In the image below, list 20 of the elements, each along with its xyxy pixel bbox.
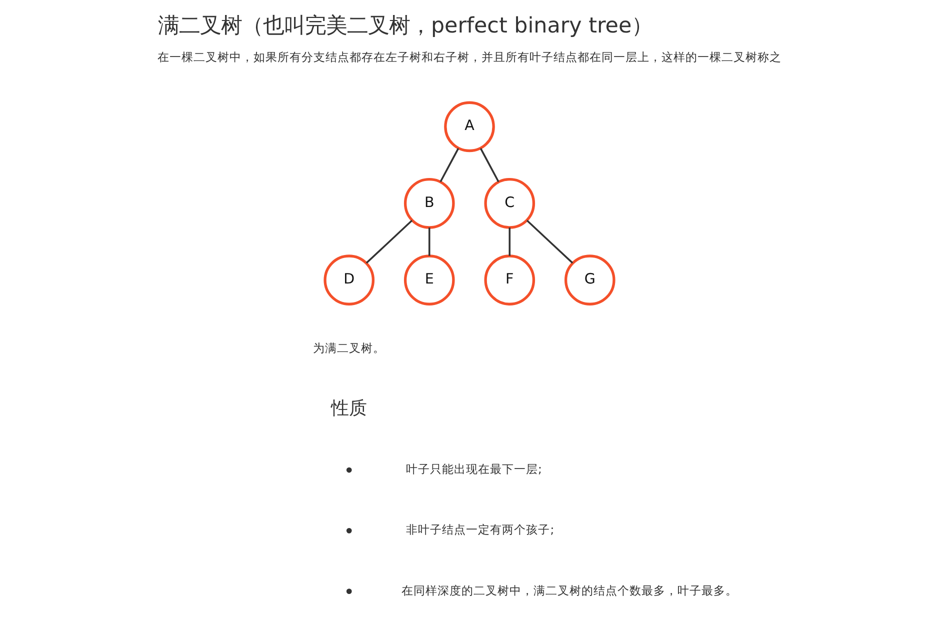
node-circle: B — [403, 178, 454, 229]
label: 为满二叉树。 — [312, 340, 385, 355]
node-circle: G — [564, 254, 615, 306]
node-circle: E — [403, 254, 454, 306]
node-circle: C — [484, 178, 535, 229]
label: 在同样深度的二叉树中，满二叉树的结点个数最多，叶子最多。 — [400, 583, 737, 598]
connector — [479, 148, 499, 182]
connector — [439, 148, 459, 182]
label: 非叶子结点一定有两个孩子; — [406, 522, 554, 537]
diagram-title: 满二叉树（也叫完美二叉树，perfect binary tree） — [157, 13, 652, 38]
label: 性质 — [330, 398, 367, 418]
connector — [508, 228, 510, 256]
label: 叶子只能出现在最下一层; — [406, 462, 542, 476]
connector — [428, 228, 430, 256]
node-circle: F — [484, 254, 535, 306]
connector — [526, 220, 573, 264]
node-circle: A — [444, 101, 494, 152]
connector — [365, 220, 412, 264]
label: 在一棵二叉树中，如果所有分支结点都存在左子树和右子树，并且所有叶子结点都在同一层上，这样的一棵二叉树称之 — [157, 50, 781, 64]
node-circle: D — [323, 254, 374, 306]
